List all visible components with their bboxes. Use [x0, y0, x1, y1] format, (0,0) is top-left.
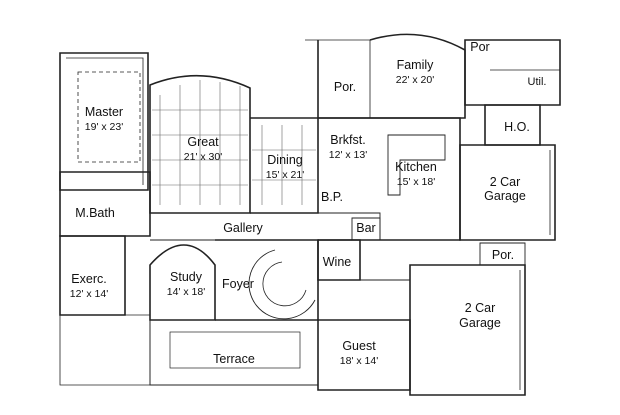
label-terrace: Terrace [213, 352, 255, 366]
room-study-dims: 14' x 18' [167, 286, 205, 298]
room-garage1-sub: Garage [484, 189, 526, 203]
label-foyer: Foyer [222, 277, 254, 291]
room-dining-name: Dining [267, 153, 302, 167]
room-brkfst-dims: 12' x 13' [329, 149, 367, 161]
label-mbath: M.Bath [75, 206, 115, 220]
room-great-name: Great [187, 135, 219, 149]
room-family-name: Family [397, 58, 435, 72]
room-kitchen-name: Kitchen [395, 160, 437, 174]
room-garage1-name: 2 Car [490, 175, 521, 189]
room-exerc-dims: 12' x 14' [70, 288, 108, 300]
room-master-dims: 19' x 23' [85, 121, 123, 133]
room-kitchen-dims: 15' x 18' [397, 176, 435, 188]
great-room-grid [152, 80, 316, 205]
walls [59, 33, 561, 396]
room-labels: Master 19' x 23' Great 21' x 30' Dining … [70, 40, 547, 367]
room-dining-dims: 15' x 21' [266, 169, 304, 181]
label-por-garage: Por. [492, 248, 514, 262]
room-brkfst-name: Brkfst. [330, 133, 365, 147]
room-great-dims: 21' x 30' [184, 151, 222, 163]
label-wine: Wine [323, 255, 352, 269]
room-family-dims: 22' x 20' [396, 74, 434, 86]
room-garage2-sub: Garage [459, 316, 501, 330]
room-guest-name: Guest [342, 339, 376, 353]
room-master-name: Master [85, 105, 123, 119]
label-bar: Bar [356, 221, 375, 235]
label-gallery: Gallery [223, 221, 263, 235]
label-bp: B.P. [321, 190, 343, 204]
room-exerc-name: Exerc. [71, 272, 106, 286]
room-study-name: Study [170, 270, 203, 284]
label-ho: H.O. [504, 120, 530, 134]
room-garage2-name: 2 Car [465, 301, 496, 315]
label-por-small: Por [470, 40, 489, 54]
room-guest-dims: 18' x 14' [340, 355, 378, 367]
label-util: Util. [528, 76, 547, 88]
label-por-top: Por. [334, 80, 356, 94]
